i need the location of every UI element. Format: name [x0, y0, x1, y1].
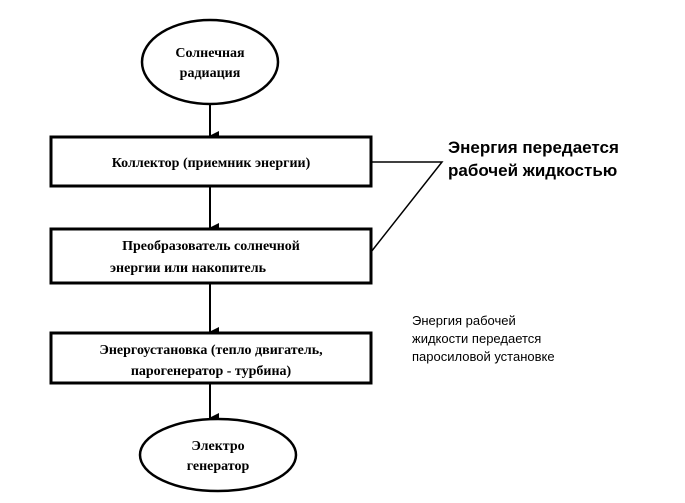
note-fluid-transfer: Энергия передается рабочей жидкостью [448, 138, 619, 180]
note-steam-transfer: Энергия рабочей жидкости передается паро… [412, 313, 555, 364]
note-steam-line2: жидкости передается [412, 331, 541, 346]
note-fluid-line2: рабочей жидкостью [448, 161, 617, 180]
node-converter: Преобразователь солнечной энергии или на… [49, 227, 373, 285]
collector-label: Коллектор (приемник энергии) [112, 156, 311, 171]
ellipse-shape [140, 18, 280, 106]
converter-line2: энергии или накопитель [110, 261, 267, 276]
generator-line2: генератор [187, 459, 250, 474]
note-fluid-line1: Энергия передается [448, 138, 619, 157]
node-collector: Коллектор (приемник энергии) [49, 135, 373, 188]
box-shape [49, 331, 373, 385]
note-steam-line3: паросиловой установке [412, 349, 555, 364]
converter-line1: Преобразователь солнечной [122, 239, 300, 254]
solar-radiation-line1: Солнечная [175, 46, 245, 61]
note-steam-line1: Энергия рабочей [412, 313, 516, 328]
node-generator: Электро генератор [138, 417, 298, 493]
power-plant-line2: парогенератор - турбина) [131, 364, 292, 379]
generator-line1: Электро [191, 439, 244, 454]
ellipse-shape [138, 417, 298, 493]
node-solar-radiation: Солнечная радиация [140, 18, 280, 106]
note-connector-lines [370, 161, 444, 253]
box-shape [49, 227, 373, 285]
power-plant-line1: Энергоустановка (тепло двигатель, [99, 343, 322, 358]
node-power-plant: Энергоустановка (тепло двигатель, пароге… [49, 331, 373, 385]
solar-radiation-line2: радиация [180, 66, 241, 81]
